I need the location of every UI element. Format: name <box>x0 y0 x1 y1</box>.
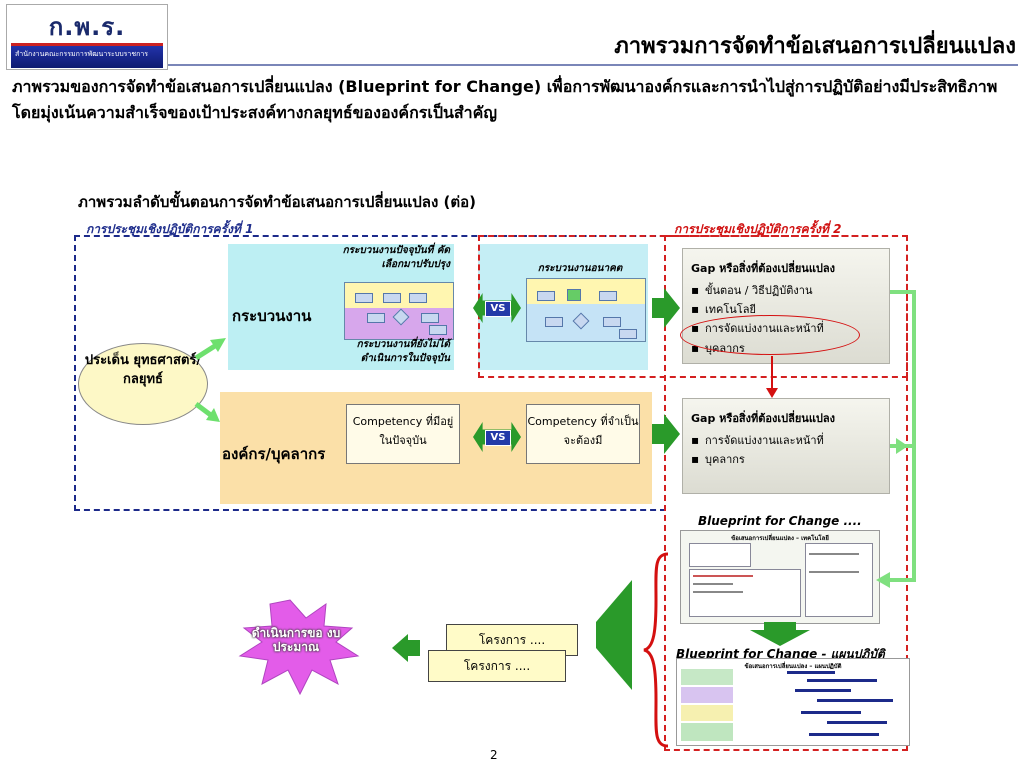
light-green-connector <box>882 290 916 582</box>
workshop1-label: การประชุมเชิงปฏิบัติการครั้งที่ 1 <box>86 222 254 236</box>
blueprint-doc-title: ข้อเสนอการเปลี่ยนแปลง – เทคโนโลยี <box>731 535 829 542</box>
workshop2-frame <box>664 235 908 751</box>
page-number: 2 <box>490 748 498 762</box>
green-arrow-right-icon <box>652 414 680 454</box>
gap-item: เทคโนโลยี <box>691 300 889 319</box>
organization-label: องค์กร/บุคลากร <box>222 445 326 463</box>
competency-needed-box: Competency ที่จำเป็นจะต้องมี <box>526 404 640 464</box>
green-arrow-down-icon <box>750 622 810 646</box>
diagram-subtitle: ภาพรวมลำดับขั้นตอนการจัดทำข้อเสนอการเปลี… <box>78 193 476 211</box>
future-process-caption: กระบวนงานอนาคต <box>537 263 623 274</box>
vs-arrow-process: VS <box>473 293 521 323</box>
gap-item: บุคลากร <box>691 450 889 469</box>
blueprint-plan-label: Blueprint for Change - แผนปฏิบัติ <box>676 647 885 661</box>
highlight-oval <box>680 315 860 355</box>
page-title: ภาพรวมการจัดทำข้อเสนอการเปลี่ยนแปลง <box>614 34 1016 59</box>
process-label: กระบวนงาน <box>232 307 312 325</box>
gap-item: ขั้นตอน / วิธีปฏิบัติงาน <box>691 281 889 300</box>
green-arrow-up-icon <box>194 338 226 361</box>
logo-subtext: สำนักงานคณะกรรมการพัฒนาระบบราชการ <box>15 50 149 58</box>
blueprint-plan-thumbnail: ข้อเสนอการเปลี่ยนแปลง – แผนปฏิบัติ <box>676 658 910 746</box>
blueprint-document-thumbnail: ข้อเสนอการเปลี่ยนแปลง – เทคโนโลยี <box>680 530 880 624</box>
project-box: โครงการ .... <box>428 650 566 682</box>
starburst-shape <box>238 599 360 696</box>
blueprint-plan-doc-title: ข้อเสนอการเปลี่ยนแปลง – แผนปฏิบัติ <box>744 663 842 670</box>
red-arrow-down-icon <box>766 356 778 398</box>
logo-text: ก.พ.ร. <box>48 13 126 41</box>
light-green-arrow-icon <box>896 438 908 454</box>
workshop2-label: การประชุมเชิงปฏิบัติการครั้งที่ 2 <box>674 222 842 236</box>
green-arrow-down-icon <box>194 402 220 422</box>
future-process-thumbnail <box>526 278 646 342</box>
budget-request-label: ดำเนินการขอ งบประมาณ <box>251 626 341 655</box>
green-arrow-left-icon <box>392 634 408 662</box>
logo-bar <box>11 43 163 68</box>
not-done-process-caption: กระบวนงานที่ยังไม่ได้ ดำเนินการในปัจจุบั… <box>356 339 450 364</box>
strategic-issue-ellipse: ประเด็น ยุทธศาสตร์/ กลยุทธ์ <box>78 343 208 425</box>
intro-paragraph: ภาพรวมของการจัดทำข้อเสนอการเปลี่ยนแปลง (… <box>12 77 998 123</box>
light-green-arrow-icon <box>876 572 890 588</box>
title-divider <box>168 64 1018 66</box>
competency-current-box: Competency ที่มีอยู่ในปัจจุบัน <box>346 404 460 464</box>
blueprint-label: Blueprint for Change .... <box>698 514 862 528</box>
logo: ก.พ.ร. สำนักงานคณะกรรมการพัฒนาระบบราชการ <box>6 4 168 70</box>
gap-title: Gap หรือสิ่งที่ต้องเปลี่ยนแปลง <box>691 262 836 275</box>
gap-box-organization: Gap หรือสิ่งที่ต้องเปลี่ยนแปลง การจัดแบ่… <box>682 398 890 494</box>
current-selected-process-caption: กระบวนงานปัจจุบันที่ คัดเลือกมาปรับปรุง <box>342 245 450 270</box>
vs-arrow-competency: VS <box>473 422 521 452</box>
green-arrow-right-icon <box>652 288 680 328</box>
green-arrow-left-icon <box>596 580 632 690</box>
red-brace-icon <box>643 552 669 748</box>
vs-label: VS <box>485 301 511 317</box>
current-process-thumbnail <box>344 282 454 340</box>
gap-item: การจัดแบ่งงานและหน้าที่ <box>691 431 889 450</box>
vs-label: VS <box>485 430 511 446</box>
gap-title: Gap หรือสิ่งที่ต้องเปลี่ยนแปลง <box>691 412 836 425</box>
